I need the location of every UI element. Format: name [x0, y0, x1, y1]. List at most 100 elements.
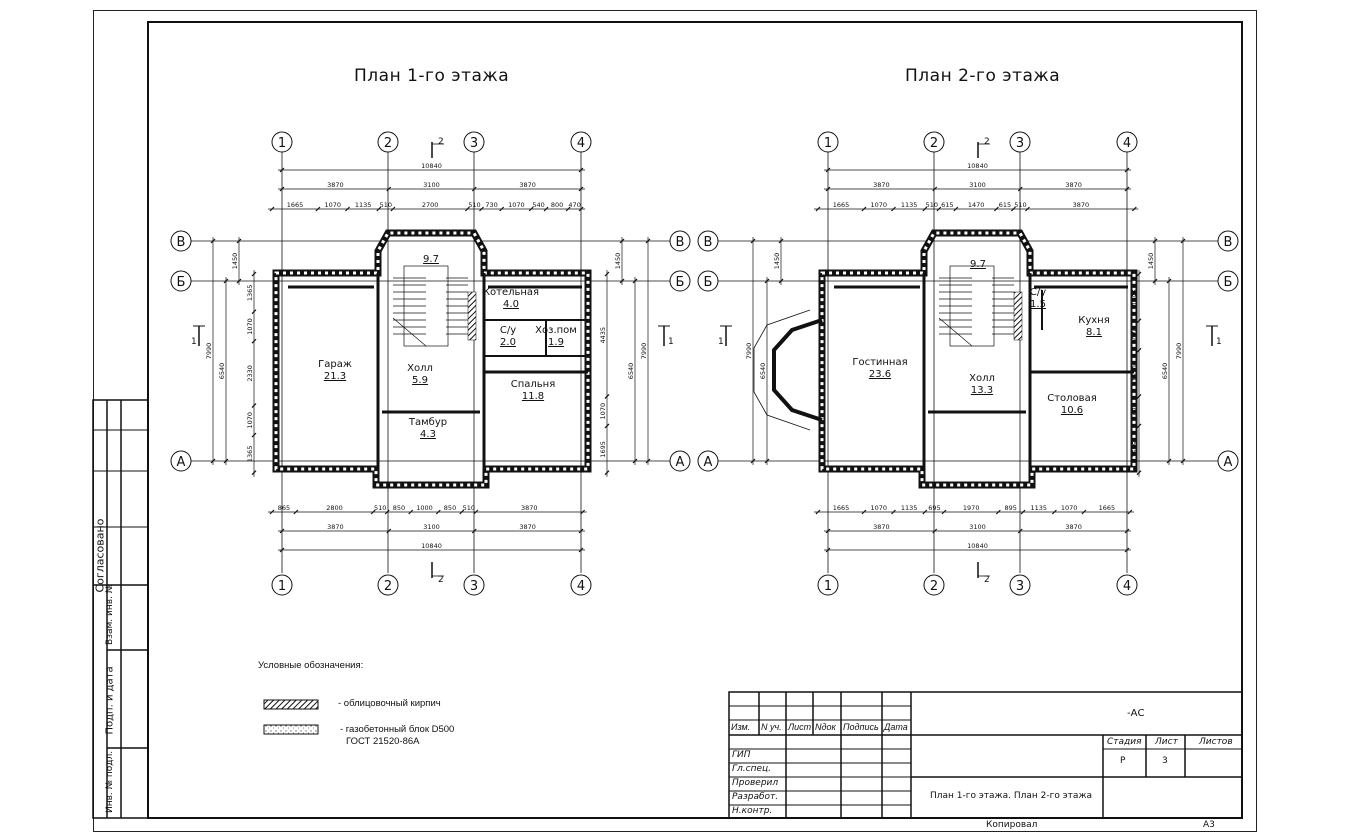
dimension-label: 1070 [508, 201, 525, 209]
axis-label: 3 [470, 136, 478, 151]
title-block-header: Nдок [815, 722, 836, 732]
title-block-role: Н.контр. [732, 806, 773, 816]
dimension-label: 6540 [1161, 363, 1169, 380]
exterior-wall [272, 229, 592, 489]
dimension-label: 3870 [521, 504, 538, 512]
room-area: 1.9 [548, 337, 564, 348]
dimension-label: 3870 [873, 181, 890, 189]
axis-bubble [923, 574, 945, 596]
axis-bubble [463, 574, 485, 596]
room-name: Кухня [1078, 315, 1110, 326]
room-label: 9.7 [423, 254, 439, 265]
room-area: 1.5 [1030, 299, 1046, 310]
stamp-inv-orig: Инв. № подл. [105, 750, 115, 813]
dimension-label: 3100 [969, 523, 986, 531]
room-name: Столовая [1047, 393, 1096, 404]
dimension-label: 1665 [1099, 504, 1116, 512]
dimension-label: 1450 [1147, 253, 1155, 270]
dimension-label: 1450 [614, 253, 622, 270]
dimension-label: 3870 [327, 523, 344, 531]
doc-code: -АС [1127, 708, 1145, 719]
title-block-grid [728, 691, 1243, 819]
axis-bubble [170, 270, 192, 292]
axis-label: Б [1224, 275, 1233, 290]
dimension-label: 1470 [968, 201, 985, 209]
dimension-label: 1070 [324, 201, 341, 209]
dimension-row-vertical: 7990 [1175, 237, 1186, 465]
room-area: 10.6 [1061, 405, 1083, 416]
dimension-label: 3870 [873, 523, 890, 531]
dimension-label: 3870 [1065, 181, 1082, 189]
room-area: 9.7 [970, 259, 986, 270]
axis-label: 4 [1123, 136, 1131, 151]
dimension-label: 3100 [423, 523, 440, 531]
axis-bubble [697, 230, 719, 252]
axis-bubble [669, 450, 691, 472]
staircase [392, 265, 468, 347]
dimension-label: 1135 [355, 201, 372, 209]
dimension-label: 7990 [640, 343, 648, 360]
dimension-label: 800 [551, 201, 563, 209]
dimension-label: 7990 [205, 343, 213, 360]
room-area: 2.0 [500, 337, 516, 348]
dimension-label: 510 [926, 201, 938, 209]
room-name: Холл [969, 373, 995, 384]
dimension-label: 1135 [901, 201, 918, 209]
dimension-row-vertical: 1450 [773, 237, 784, 285]
section-mark-label: 2 [984, 575, 990, 585]
dimension-label: 850 [393, 504, 405, 512]
axis-bubble [1009, 131, 1031, 153]
dimension-label: 1070 [1061, 504, 1078, 512]
axis-label: 4 [577, 136, 585, 151]
dimension-label: 3100 [423, 181, 440, 189]
room-area: 5.9 [412, 375, 428, 386]
section-mark-label: 2 [438, 137, 444, 147]
room-area: 4.3 [420, 429, 436, 440]
dimension-row: 10840 [278, 162, 585, 173]
axis-label: 2 [930, 579, 938, 594]
dimension-row-vertical: 6540 [627, 277, 638, 465]
title-block-role: ГИП [732, 750, 751, 760]
room-name: Спальня [511, 379, 556, 390]
legend-block-swatch [263, 724, 319, 735]
dimension-label: 10840 [421, 162, 442, 170]
dimension-label: 510 [468, 201, 480, 209]
axis-label: В [177, 235, 186, 250]
room-name: С/у [1030, 287, 1046, 298]
dimension-label: 850 [444, 504, 456, 512]
dimension-label: 1695 [599, 441, 607, 458]
brick-wall-section [467, 291, 477, 341]
room-name: С/у [500, 325, 516, 336]
dimension-label: 1070 [1131, 327, 1139, 344]
title-block-header: Изм. [731, 722, 751, 732]
dimension-label: 2700 [422, 201, 439, 209]
dimension-label: 6540 [759, 363, 767, 380]
axis-bubble [377, 574, 399, 596]
section-mark-label: 1 [718, 337, 724, 347]
room-area: 23.6 [869, 369, 891, 380]
axis-label: 1 [824, 579, 832, 594]
format-label: А3 [1203, 820, 1215, 830]
dimension-label: 7990 [1175, 343, 1183, 360]
axis-bubble [669, 230, 691, 252]
sheet-title: План 1-го этажа. План 2-го этажа [930, 791, 1093, 801]
axis-label: 1 [278, 136, 286, 151]
bay-window-dim [753, 309, 811, 431]
dimension-label: 1070 [599, 403, 607, 420]
title-block-header: Дата [884, 722, 908, 732]
dimension-label: 695 [928, 504, 940, 512]
dimension-label: 1665 [287, 201, 304, 209]
dimension-label: 1070 [870, 201, 887, 209]
